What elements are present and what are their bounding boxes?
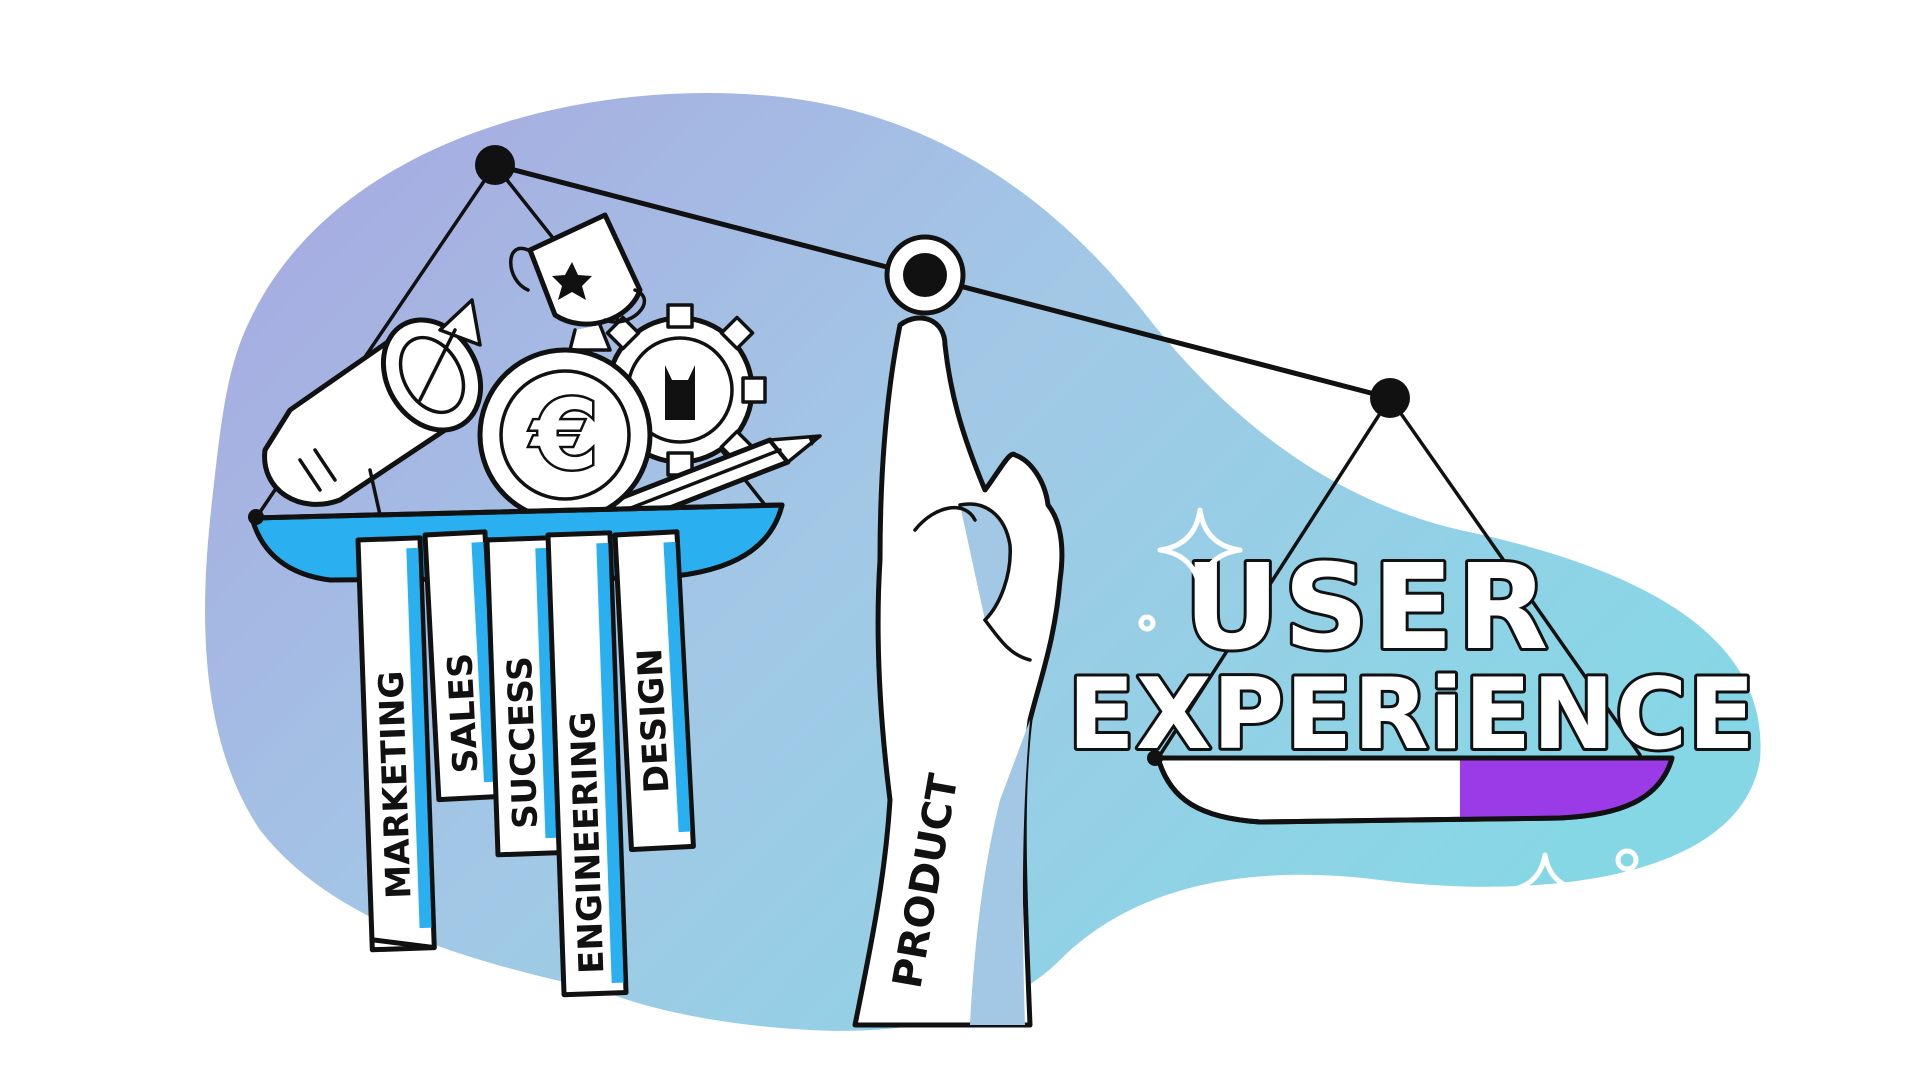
ribbon-sales: SALES [422, 529, 502, 803]
ribbon-label-sales: SALES [440, 652, 486, 774]
sparkle-icon-2 [1507, 852, 1583, 928]
ux-line-1: USER [1184, 538, 1552, 676]
ribbon-marketing: MARKETING [355, 535, 437, 953]
ribbon-label-success: SUCCESS [500, 656, 546, 830]
dot-icon-2 [1615, 848, 1639, 872]
right-pan [1147, 750, 1675, 825]
right-joint [1370, 378, 1410, 418]
left-joint [475, 145, 515, 185]
dot-icon-1 [1138, 614, 1156, 632]
hand-arm: PRODUCT [852, 315, 1065, 1028]
ribbon-label-engineering: ENGINEERING [563, 711, 612, 975]
trophy-icon [509, 212, 647, 352]
sparkle-icon-1 [1157, 507, 1243, 593]
sparkle-icons [1138, 507, 1639, 928]
coin-symbol: € [530, 379, 599, 491]
ribbons: MARKETING SALES SUCCESS ENGINEERING DESI… [355, 529, 696, 998]
right-string-b [1388, 396, 1642, 757]
ribbon-design: DESIGN [612, 529, 696, 853]
coin-icon: € [477, 347, 653, 523]
ribbon-label-marketing: MARKETING [372, 670, 420, 899]
ribbon-engineering: ENGINEERING [545, 530, 629, 998]
ribbon-success: SUCCESS [484, 535, 563, 858]
ux-line-2: EXPERiENCE [1068, 658, 1756, 772]
ribbon-label-design: DESIGN [630, 647, 678, 794]
arrow-icon [418, 298, 482, 402]
pivot-center [903, 253, 947, 297]
right-string-a [1158, 396, 1392, 757]
pan-contents-left: € [262, 212, 822, 535]
